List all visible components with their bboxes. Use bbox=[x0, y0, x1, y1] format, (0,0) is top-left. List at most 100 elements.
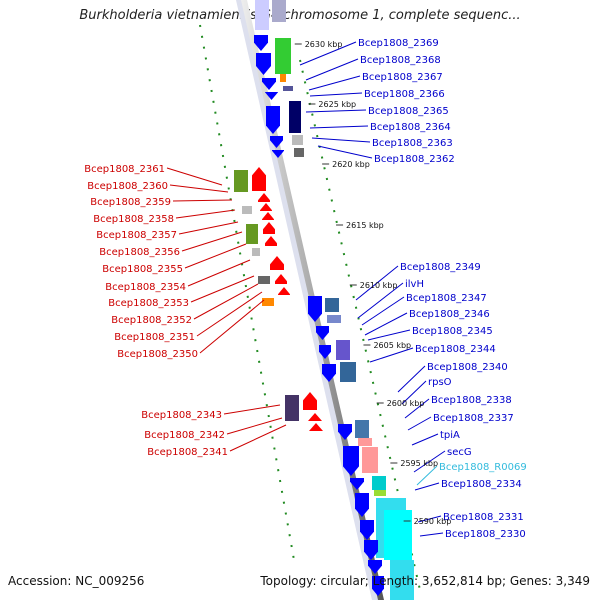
gene-block bbox=[255, 0, 269, 30]
gene-label: Bcep1808_2359 bbox=[90, 197, 171, 208]
gene-arrow-reverse bbox=[262, 212, 274, 220]
gene-block bbox=[258, 276, 270, 284]
leader-line bbox=[187, 259, 251, 287]
gene-arrow-reverse bbox=[308, 413, 322, 421]
gene-label: Bcep1808_2334 bbox=[441, 479, 522, 490]
gene-label: Bcep1808_2361 bbox=[84, 164, 165, 175]
leader-line bbox=[175, 209, 236, 219]
leader-line bbox=[184, 243, 247, 269]
accession-number: Accession: NC_009256 bbox=[8, 574, 145, 588]
genome-summary: Topology: circular; Length: 3,652,814 bp… bbox=[260, 574, 590, 588]
leader-line bbox=[361, 296, 405, 326]
gene-label: Bcep1808_2331 bbox=[443, 512, 524, 523]
gene-label: Bcep1808_2341 bbox=[147, 447, 228, 458]
leader-line bbox=[407, 416, 432, 431]
leader-line bbox=[355, 265, 399, 301]
leader-line bbox=[308, 75, 361, 91]
tick-label: 2600 kbp bbox=[387, 399, 425, 408]
gene-block bbox=[340, 362, 356, 382]
gene-arrow-forward bbox=[355, 493, 369, 517]
leader-line bbox=[414, 482, 440, 491]
gene-label: Bcep1808_2368 bbox=[360, 55, 441, 66]
gene-label: ilvH bbox=[405, 279, 424, 290]
gene-label: Bcep1808_2330 bbox=[445, 529, 526, 540]
gene-arrow-reverse bbox=[309, 423, 323, 431]
gene-arrow-forward bbox=[364, 540, 378, 560]
gene-label: Bcep1808_2365 bbox=[368, 106, 449, 117]
gene-label: secG bbox=[447, 447, 472, 458]
gene-block bbox=[275, 38, 291, 74]
dotted-guide-left bbox=[199, 24, 295, 561]
leader-line bbox=[411, 433, 439, 446]
gene-block bbox=[325, 298, 339, 312]
gene-label: Bcep1808_2364 bbox=[370, 122, 451, 133]
gene-label: rpsO bbox=[428, 377, 452, 388]
gene-label: Bcep1808_2353 bbox=[108, 298, 189, 309]
gene-block bbox=[242, 206, 252, 214]
gene-block bbox=[292, 135, 303, 145]
gene-block bbox=[283, 86, 293, 91]
gene-label: Bcep1808_2356 bbox=[99, 247, 180, 258]
leader-line bbox=[178, 221, 239, 235]
leader-line bbox=[299, 41, 357, 66]
gene-arrow-forward bbox=[256, 53, 271, 75]
leader-line bbox=[419, 532, 444, 537]
leader-line bbox=[317, 145, 373, 159]
gene-arrow-forward bbox=[262, 78, 276, 90]
gene-arrow-reverse bbox=[260, 203, 272, 211]
gene-arrow-reverse bbox=[265, 236, 277, 246]
gene-label: Bcep1808_2344 bbox=[415, 344, 496, 355]
gene-label: Bcep1808_2360 bbox=[87, 181, 168, 192]
gene-arrow-forward bbox=[265, 92, 278, 100]
leader-line bbox=[397, 365, 426, 393]
leader-line bbox=[364, 312, 408, 336]
gene-label: Bcep1808_2363 bbox=[372, 138, 453, 149]
gene-block bbox=[358, 438, 372, 446]
leader-line bbox=[309, 92, 363, 97]
gene-arrow-reverse bbox=[252, 167, 266, 191]
gene-label: tpiA bbox=[440, 430, 460, 441]
gene-arrow-forward bbox=[254, 35, 268, 51]
gene-arrow-reverse bbox=[278, 287, 290, 295]
map-title: Burkholderia vietnamiensis G4 chromosome… bbox=[79, 8, 521, 23]
gene-label: Bcep1808_2362 bbox=[374, 154, 455, 165]
gene-label: Bcep1808_2357 bbox=[96, 230, 177, 241]
gene-arrow-forward bbox=[338, 424, 352, 440]
gene-label: Bcep1808_R0069 bbox=[439, 462, 527, 473]
gene-block bbox=[234, 170, 248, 192]
gene-block bbox=[289, 101, 301, 133]
leader-line bbox=[223, 404, 281, 415]
leader-line bbox=[196, 291, 263, 337]
gene-arrow-forward bbox=[322, 364, 336, 382]
gene-arrow-forward bbox=[343, 446, 359, 476]
gene-block bbox=[384, 510, 412, 560]
leader-line bbox=[309, 125, 369, 129]
gene-block bbox=[280, 74, 286, 82]
leader-line bbox=[417, 515, 442, 523]
tick-label: 2595 kbp bbox=[400, 459, 438, 468]
tick-label: 2630 kbp bbox=[305, 40, 343, 49]
gene-label: Bcep1808_2338 bbox=[431, 395, 512, 406]
gene-block bbox=[246, 224, 258, 244]
gene-arrow-reverse bbox=[258, 193, 270, 202]
leader-line bbox=[357, 282, 404, 319]
leader-line bbox=[404, 398, 430, 419]
leader-line bbox=[226, 417, 283, 435]
gene-arrow-forward bbox=[368, 560, 382, 574]
gene-label: Bcep1808_2366 bbox=[364, 89, 445, 100]
gene-label: Bcep1808_2350 bbox=[117, 349, 198, 360]
gene-block bbox=[362, 447, 378, 473]
gene-label: Bcep1808_2358 bbox=[93, 214, 174, 225]
gene-arrow-forward bbox=[266, 106, 280, 134]
gene-label: Bcep1808_2347 bbox=[406, 293, 487, 304]
gene-arrow-reverse bbox=[275, 274, 287, 284]
tick-label: 2615 kbp bbox=[346, 221, 384, 230]
leader-line bbox=[190, 275, 255, 303]
gene-label: Bcep1808_2352 bbox=[111, 315, 192, 326]
gene-arrow-reverse bbox=[263, 222, 275, 234]
gene-label: Bcep1808_2340 bbox=[427, 362, 508, 373]
gene-arrow-reverse bbox=[270, 256, 284, 270]
gene-arrow-forward bbox=[308, 296, 322, 322]
gene-arrow-reverse bbox=[303, 392, 317, 410]
